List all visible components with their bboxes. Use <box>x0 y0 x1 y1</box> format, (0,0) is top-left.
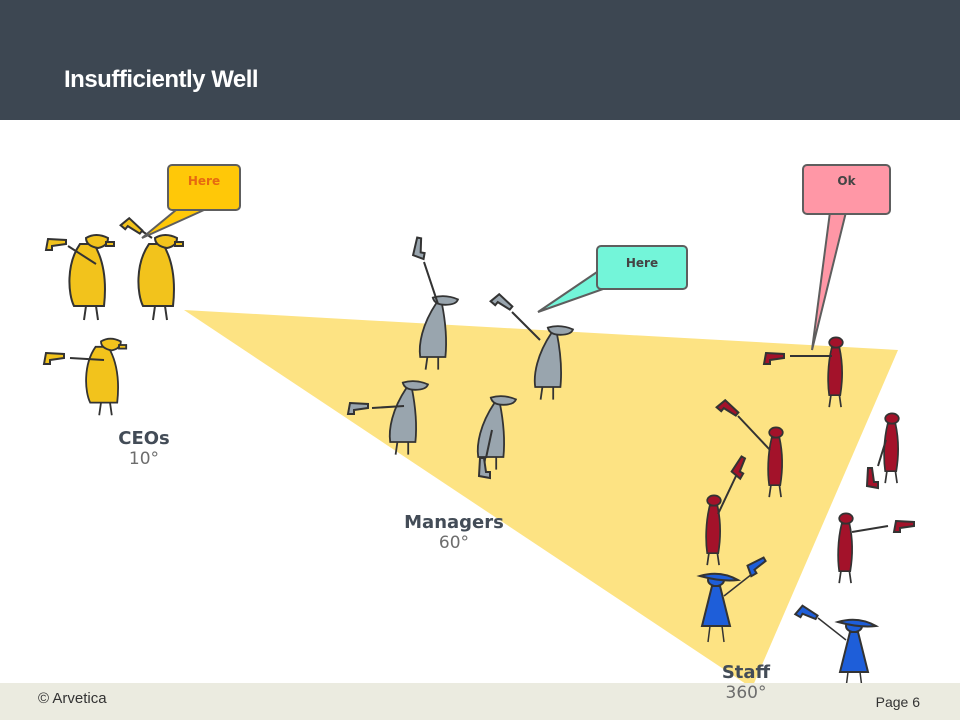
managers-name: Managers <box>404 512 504 533</box>
slide-footer <box>0 683 960 720</box>
managers-degrees: 60° <box>438 533 470 553</box>
ceo-bubble-text: Here <box>187 173 221 188</box>
ceo-figure <box>85 337 128 417</box>
slide-header: Insufficiently Well <box>0 0 960 120</box>
ceo-speech-bubble: Here <box>167 164 241 211</box>
staff-name: Staff <box>721 662 771 683</box>
managers-label: Managers 60° <box>384 512 524 553</box>
staff-figure <box>883 412 900 484</box>
staff-figure <box>837 618 877 689</box>
staff-bubble-text: Ok <box>837 173 856 188</box>
copyright-text: © Arvetica <box>38 690 107 707</box>
staff-label: Staff 360° <box>706 662 786 703</box>
staff-bubble-tail <box>811 211 848 351</box>
staff-speech-bubble: Ok <box>802 164 891 215</box>
ceo-bubble-tail <box>141 209 205 239</box>
staff-group <box>699 336 915 689</box>
ceos-label: CEOs 10° <box>104 428 184 469</box>
ceos-degrees: 10° <box>128 449 160 469</box>
ceo-figure <box>68 234 115 321</box>
ceo-figure <box>137 234 184 321</box>
manager-bubble-text: Here <box>625 255 659 270</box>
page-number: Page 6 <box>875 694 920 710</box>
ceos-name: CEOs <box>118 428 170 449</box>
manager-speech-bubble: Here <box>596 245 688 290</box>
staff-degrees: 360° <box>725 683 767 703</box>
manager-group <box>347 236 574 479</box>
staff-figure <box>837 512 854 584</box>
ceo-group <box>43 215 184 417</box>
slide-title: Insufficiently Well <box>64 66 259 93</box>
